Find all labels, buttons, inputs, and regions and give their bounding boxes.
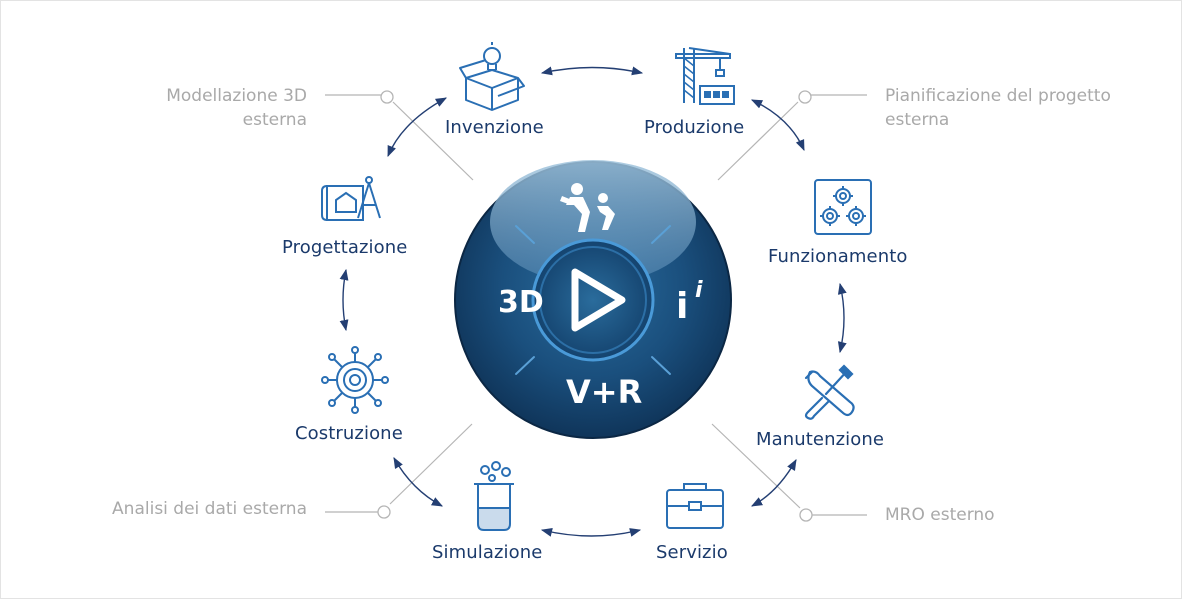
node-bottom-right <box>799 508 813 522</box>
arrow-produzione-funzionamento <box>750 99 805 152</box>
hub-ii-label: i <box>676 286 688 327</box>
node-top-right <box>798 90 812 104</box>
arrow-funzionamento-manutenzione <box>837 282 847 354</box>
external-top-right-line2: esterna <box>885 110 950 130</box>
external-top-right-line1: Pianificazione del progetto <box>885 86 1111 106</box>
beaker-icon <box>474 461 514 531</box>
hub-3d-label: 3D <box>498 285 544 320</box>
gear-network-icon <box>321 346 389 414</box>
external-top-right: Pianificazione del progetto esterna <box>885 84 1111 132</box>
hub-vr-label: V+R <box>566 373 642 411</box>
stage-progettazione[interactable]: Progettazione <box>282 237 408 258</box>
external-top-left: Modellazione 3D esterna <box>166 84 307 132</box>
node-top-left <box>380 90 394 104</box>
arrow-costruzione-progettazione <box>339 268 349 332</box>
gears-icon <box>814 179 872 235</box>
blueprint-compass-icon <box>321 176 381 221</box>
stage-servizio[interactable]: Servizio <box>656 542 728 563</box>
arrow-simulazione-costruzione <box>393 457 443 507</box>
external-bottom-right-line1: MRO esterno <box>885 505 995 525</box>
hub-compass[interactable]: 3D V+R i i <box>454 160 732 439</box>
external-top-left-line1: Modellazione 3D <box>166 86 307 106</box>
stage-funzionamento[interactable]: Funzionamento <box>768 246 908 267</box>
stage-manutenzione[interactable]: Manutenzione <box>756 429 885 450</box>
connector-top-right-d <box>717 101 799 181</box>
external-bottom-left: Analisi dei dati esterna <box>112 497 307 521</box>
arrow-invenzione-produzione <box>540 66 644 76</box>
external-top-left-line2: esterna <box>242 110 307 130</box>
stage-invenzione[interactable]: Invenzione <box>445 117 544 138</box>
external-bottom-right: MRO esterno <box>885 503 995 527</box>
invention-box-icon <box>459 42 525 111</box>
external-bottom-left-line1: Analisi dei dati esterna <box>112 499 307 519</box>
stage-costruzione[interactable]: Costruzione <box>295 423 403 444</box>
arrow-progettazione-invenzione <box>387 97 447 158</box>
play-icon <box>571 268 626 332</box>
lifecycle-arrows <box>339 66 847 537</box>
hub-inner-ring-2 <box>539 246 647 354</box>
briefcase-icon <box>666 483 724 529</box>
wrench-screwdriver-icon <box>804 364 855 420</box>
stage-produzione[interactable]: Produzione <box>644 117 745 138</box>
hub-dividers <box>515 225 671 375</box>
people-logo-icon <box>560 183 615 232</box>
arrow-manutenzione-servizio <box>751 459 797 507</box>
crane-factory-icon <box>668 40 735 105</box>
stage-simulazione[interactable]: Simulazione <box>432 542 543 563</box>
node-bottom-left <box>377 505 391 519</box>
connector-top-left-d <box>392 101 474 181</box>
hub-inner-ring <box>531 238 655 362</box>
hub-ii-super-label: i <box>695 278 703 303</box>
arrow-servizio-simulazione <box>540 527 642 537</box>
hub-top-glass <box>490 160 696 284</box>
